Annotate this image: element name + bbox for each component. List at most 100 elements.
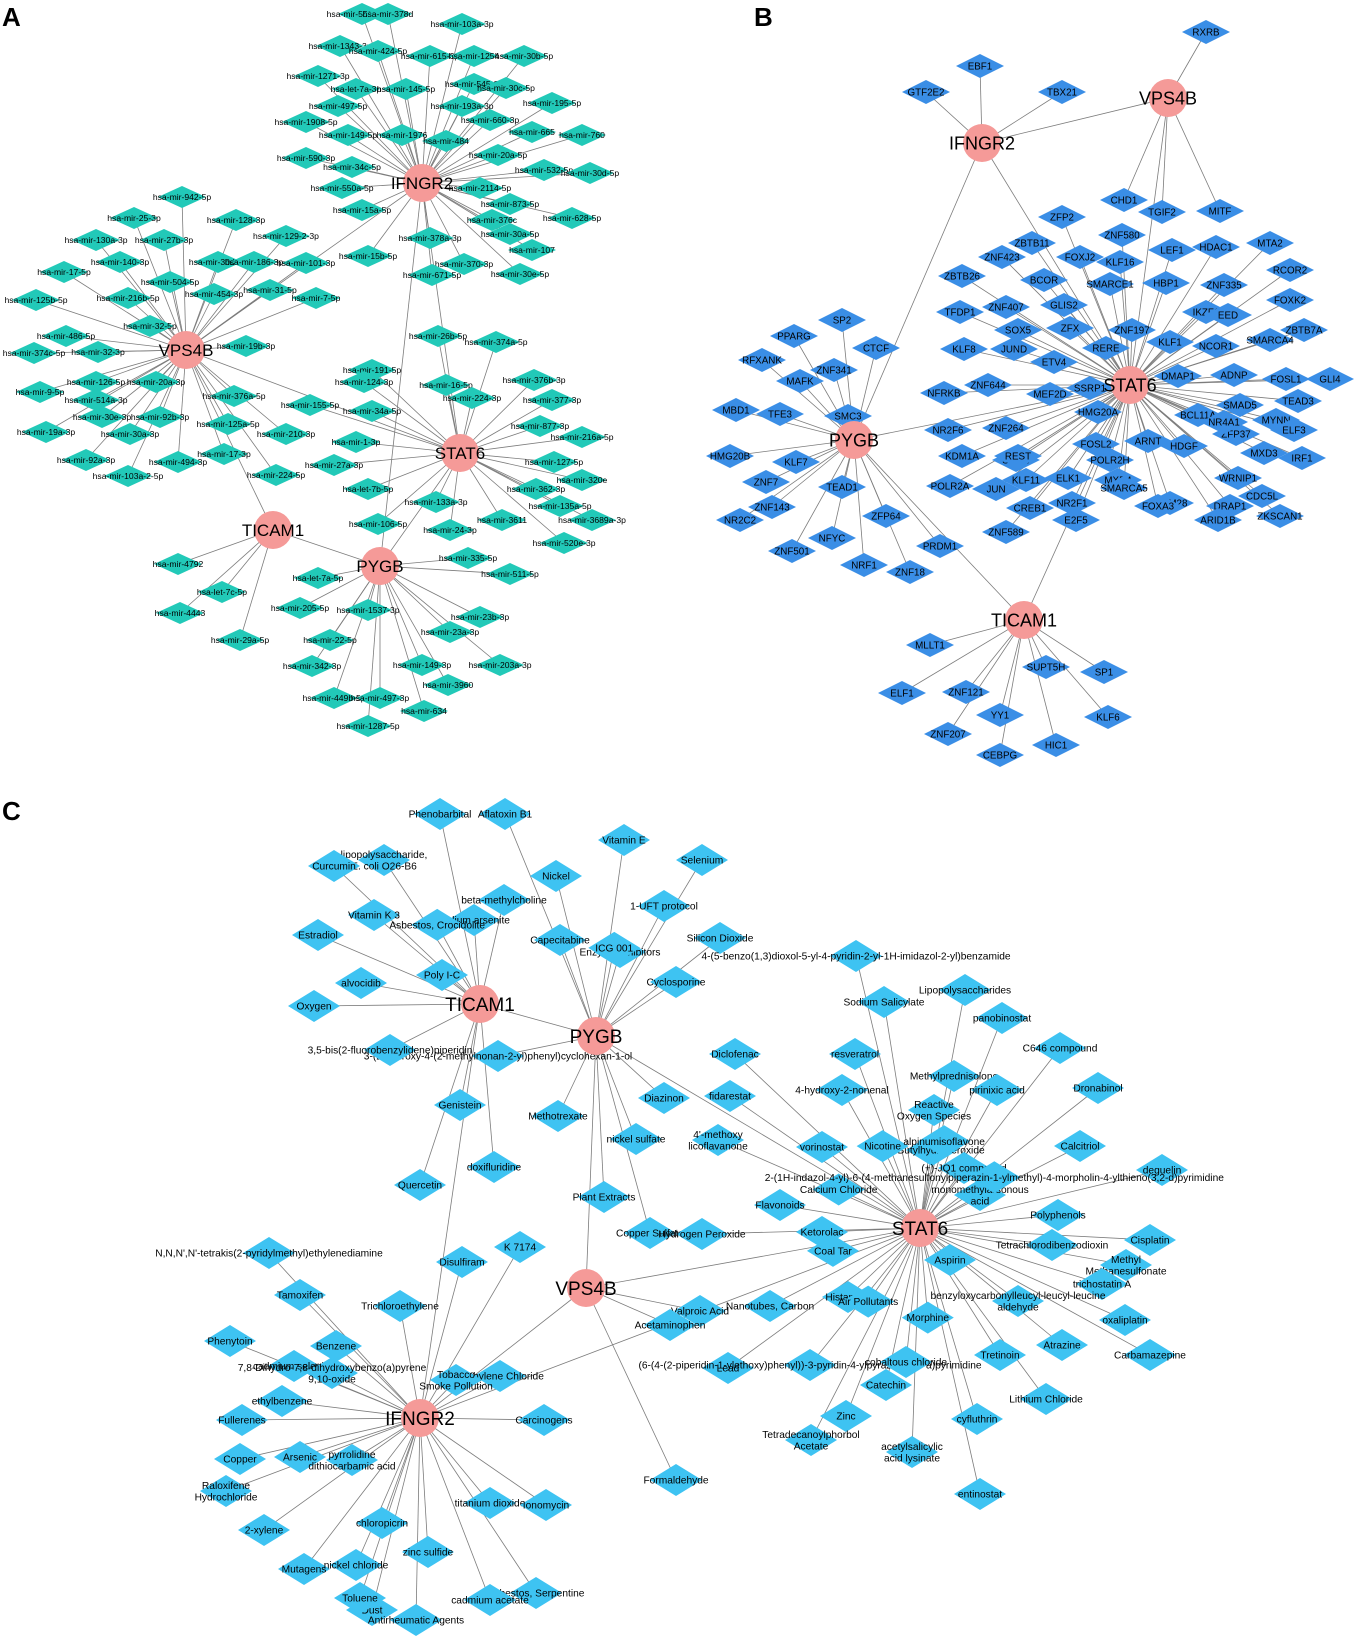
- node-label: pirinixic acid: [969, 1086, 1025, 1097]
- edge: [1023, 619, 1057, 746]
- diamond-node: [468, 1151, 520, 1183]
- node-znf423: ZNF423: [978, 245, 1026, 269]
- diamond-node: [694, 922, 746, 954]
- node-hsa-mir-4443: hsa-mir-4443: [155, 602, 206, 624]
- node-label: MBD1: [722, 405, 749, 416]
- node-polr2a: POLR2A: [926, 474, 974, 498]
- edge: [459, 452, 565, 544]
- node-label: hsa-mir-34c-5p: [323, 162, 381, 172]
- node-hsa-mir-520e-3p: hsa-mir-520e-3p: [532, 532, 596, 554]
- edge: [305, 121, 423, 184]
- node-hsa-mir-9-5p: hsa-mir-9-5p: [16, 381, 65, 403]
- node-yy1: YY1: [976, 703, 1024, 727]
- node-capecitabine: Capecitabine: [530, 924, 590, 956]
- node-trichloroethylene: Trichloroethylene: [361, 1290, 439, 1322]
- node-hsa-mir-127-5p: hsa-mir-127-5p: [525, 451, 583, 473]
- node-klf8: KLF8: [940, 337, 988, 361]
- node-label: ICG 001: [595, 943, 633, 954]
- diamond-node: [1054, 1130, 1106, 1162]
- node-label: panobinostat: [973, 1014, 1032, 1025]
- node-hsa-mir-92b-3p: hsa-mir-92b-3p: [131, 406, 189, 428]
- diamond-node: [968, 1161, 1021, 1194]
- diamond-node: [450, 45, 498, 67]
- node-hsa-mir-31-5p: hsa-mir-31-5p: [243, 279, 297, 301]
- node-label: hsa-mir-30a-3p: [101, 429, 159, 439]
- diamond-node: [338, 199, 386, 221]
- node-hsa-mir-205-5p: hsa-mir-205-5p: [271, 597, 329, 619]
- node-glis2: GLIS2: [1040, 293, 1088, 317]
- diamond-node: [310, 454, 358, 476]
- diamond-node: [785, 1424, 837, 1456]
- diamond-node: [954, 1478, 1006, 1510]
- diamond-node: [1306, 367, 1354, 391]
- node-label: hsa-mir-127-5p: [525, 457, 583, 467]
- node-label: ZNF407: [988, 302, 1023, 313]
- node-icg-001: ICG 001: [588, 931, 641, 964]
- diamond-node: [154, 451, 202, 473]
- hub-circle: [167, 331, 205, 369]
- node-label: RCOR2: [1273, 265, 1307, 276]
- diamond-node: [374, 1290, 426, 1322]
- diamond-node: [438, 13, 486, 35]
- diamond-node: [908, 1094, 960, 1126]
- diamond-node: [230, 251, 278, 273]
- node-label: cadmium acetate: [451, 1596, 529, 1607]
- edge: [729, 439, 855, 457]
- node-c646-compound: C646 compound: [1023, 1032, 1098, 1064]
- diamond-node: [468, 209, 516, 231]
- diamond-node: [42, 325, 90, 347]
- diamond-node: [536, 495, 584, 517]
- diamond-node: [448, 387, 496, 409]
- diamond-node: [332, 78, 380, 100]
- diamond-node: [1192, 235, 1240, 259]
- node-curcumin: Curcumin: [308, 850, 360, 882]
- node-wrnip1: WRNIP1: [1214, 466, 1262, 490]
- diamond-node: [1080, 660, 1128, 684]
- node-hsa-mir-193a-3p: hsa-mir-193a-3p: [430, 95, 494, 117]
- node-label: hsa-mir-27a-3p: [305, 460, 363, 470]
- node-alpinumisoflavone: alpinumisoflavone: [903, 1125, 985, 1158]
- edge: [65, 335, 187, 351]
- node-hsa-mir-17-3p: hsa-mir-17-3p: [197, 443, 251, 465]
- node-label: FOXJ2: [1065, 252, 1096, 263]
- node-label: hsa-mir-873-5p: [481, 199, 539, 209]
- node-znf121: ZNF121: [942, 680, 990, 704]
- node-label: SSRP1: [1074, 383, 1106, 394]
- node-label: SUPT5H: [1027, 662, 1066, 673]
- diamond-node: [422, 130, 470, 152]
- node-label: IRF1: [1291, 453, 1312, 464]
- diamond-node: [938, 444, 986, 468]
- diamond-node: [288, 655, 336, 677]
- node-label: hsa-mir-514a-3p: [64, 395, 127, 405]
- diamond-node: [1056, 245, 1104, 269]
- edge: [853, 439, 865, 566]
- node-hsa-mir-26b-5p: hsa-mir-26b-5p: [409, 325, 467, 347]
- diamond-node: [1262, 367, 1310, 391]
- diamond-node: [702, 1352, 754, 1384]
- node-label: hsa-mir-19b-3p: [217, 341, 275, 351]
- diamond-node: [378, 124, 426, 146]
- diamond-node: [1098, 223, 1146, 247]
- node-label: Zinc: [836, 1412, 855, 1423]
- edge: [309, 404, 461, 454]
- diamond-node: [214, 1443, 266, 1475]
- node-hsa-mir-1287-5p: hsa-mir-1287-5p: [336, 715, 400, 737]
- diamond-node: [924, 722, 972, 746]
- diamond-node: [676, 1218, 728, 1250]
- diamond-node: [818, 475, 866, 499]
- node-label: Nickel: [542, 872, 570, 883]
- node-label: ZNF207: [930, 729, 965, 740]
- node-phenobarbital: Phenobarbital: [409, 798, 471, 830]
- diamond-node: [878, 681, 926, 705]
- node-label: hsa-mir-484: [423, 136, 469, 146]
- node-label: GTF2E2: [907, 87, 944, 98]
- node-label: hsa-mir-335-5p: [439, 553, 497, 563]
- node-label: ETV4: [1042, 357, 1067, 368]
- node-znf580: ZNF580: [1098, 223, 1146, 247]
- edge: [63, 271, 187, 351]
- node-ethylbenzene: ethylbenzene: [252, 1385, 313, 1417]
- hub-label: TICAM1: [242, 521, 304, 540]
- node-label: Copper: [223, 1455, 257, 1466]
- node-adnp: ADNP: [1210, 363, 1258, 387]
- node-label: hsa-mir-3960: [423, 680, 474, 690]
